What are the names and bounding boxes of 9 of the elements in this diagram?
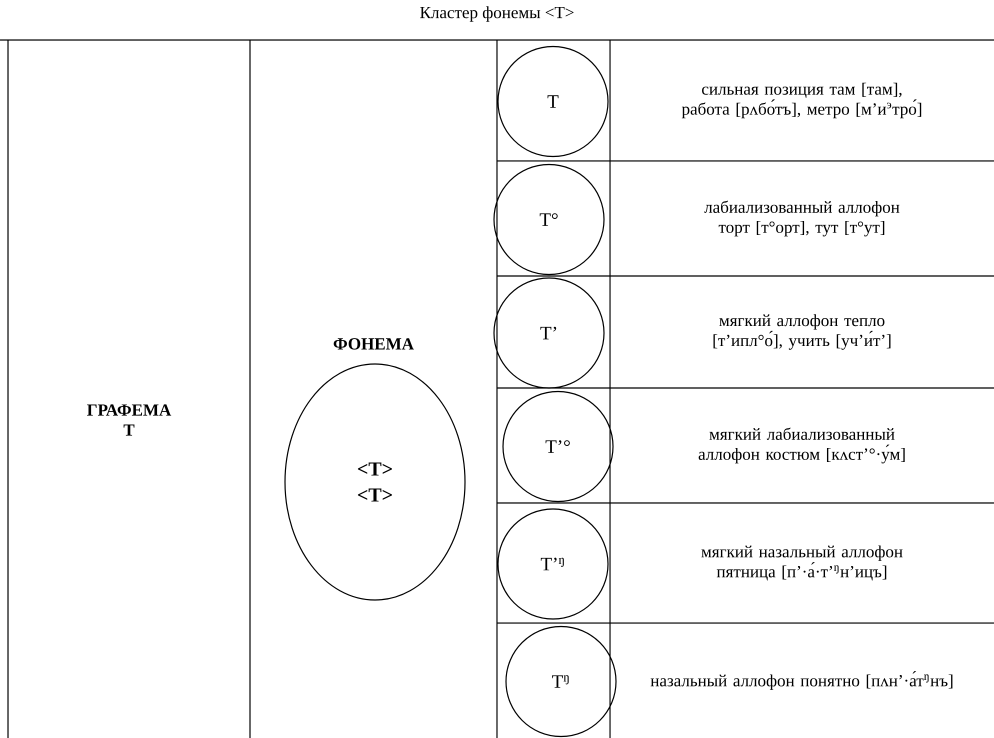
table-cell: ГРАФЕМА Т [87, 404, 172, 436]
description-text: мягкий лабиализованный аллофон костюм [кʌст’°·у́м] [698, 428, 905, 464]
description-text: назальный аллофон понятно [пʌн’·а́т$^{ŋ}$нъ] [650, 671, 952, 690]
description-text: мягкий назальный аллофон пятница [п’·а́·т’$^{ŋ}$н’ицъ] [701, 545, 903, 581]
table-title: Кластер фонемы <Т> [420, 6, 574, 22]
table-cell: ФОНЕМА [334, 338, 414, 350]
description-text: мягкий аллофон тепло [т’ипл°о́], учить [уч’и́т’] [714, 314, 890, 350]
description-text: сильная позиция там [там], работа [рʌбо́тъ], метро [м’и$^{э}$тро́] [682, 82, 922, 118]
description-text: лабиализованный аллофон торт [т°орт], тут [т°ут] [704, 200, 900, 236]
